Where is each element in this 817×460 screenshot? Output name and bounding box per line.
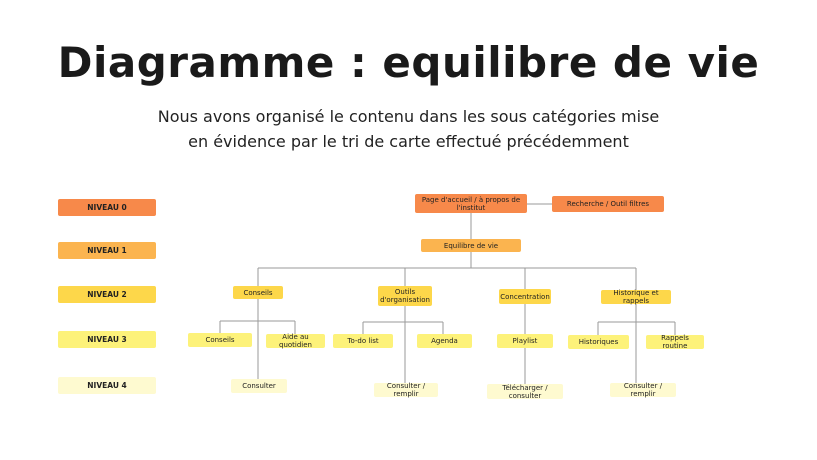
level-label-1: NIVEAU 1 xyxy=(58,242,156,259)
node-aide: Aide au quotidien xyxy=(266,333,325,349)
node-consulter: Consulter xyxy=(231,379,287,393)
level-label-3: NIVEAU 3 xyxy=(58,331,156,348)
node-agenda: Agenda xyxy=(417,334,472,348)
node-equilibre: Equilibre de vie xyxy=(421,239,521,252)
subtitle-line-2: en évidence par le tri de carte effectué… xyxy=(188,132,629,151)
node-conseils-sub: Conseils xyxy=(188,333,252,347)
node-telecharger: Télécharger / consulter xyxy=(487,384,563,400)
level-label-0: NIVEAU 0 xyxy=(58,199,156,216)
node-historique-rappels: Historique et rappels xyxy=(601,289,671,305)
level-label-4: NIVEAU 4 xyxy=(58,377,156,394)
node-consulter-remplir-1: Consulter / remplir xyxy=(374,382,438,398)
subtitle-line-1: Nous avons organisé le contenu dans les … xyxy=(157,107,660,126)
node-historiques: Historiques xyxy=(568,335,629,349)
node-playlist: Playlist xyxy=(497,334,553,348)
node-concentration: Concentration xyxy=(499,289,551,304)
subtitle: Nous avons organisé le contenu dans les … xyxy=(0,104,817,154)
level-label-2: NIVEAU 2 xyxy=(58,286,156,303)
node-conseils: Conseils xyxy=(233,286,283,299)
node-accueil: Page d'accueil / à propos de l'institut xyxy=(415,194,527,213)
node-rappels-routine: Rappels routine xyxy=(646,334,704,350)
node-recherche: Recherche / Outil filtres xyxy=(552,196,664,212)
node-outils: Outils d'organisation xyxy=(378,286,432,306)
page-title: Diagramme : equilibre de vie xyxy=(57,38,760,87)
node-todo: To-do list xyxy=(333,334,393,348)
node-consulter-remplir-2: Consulter / remplir xyxy=(610,382,676,398)
